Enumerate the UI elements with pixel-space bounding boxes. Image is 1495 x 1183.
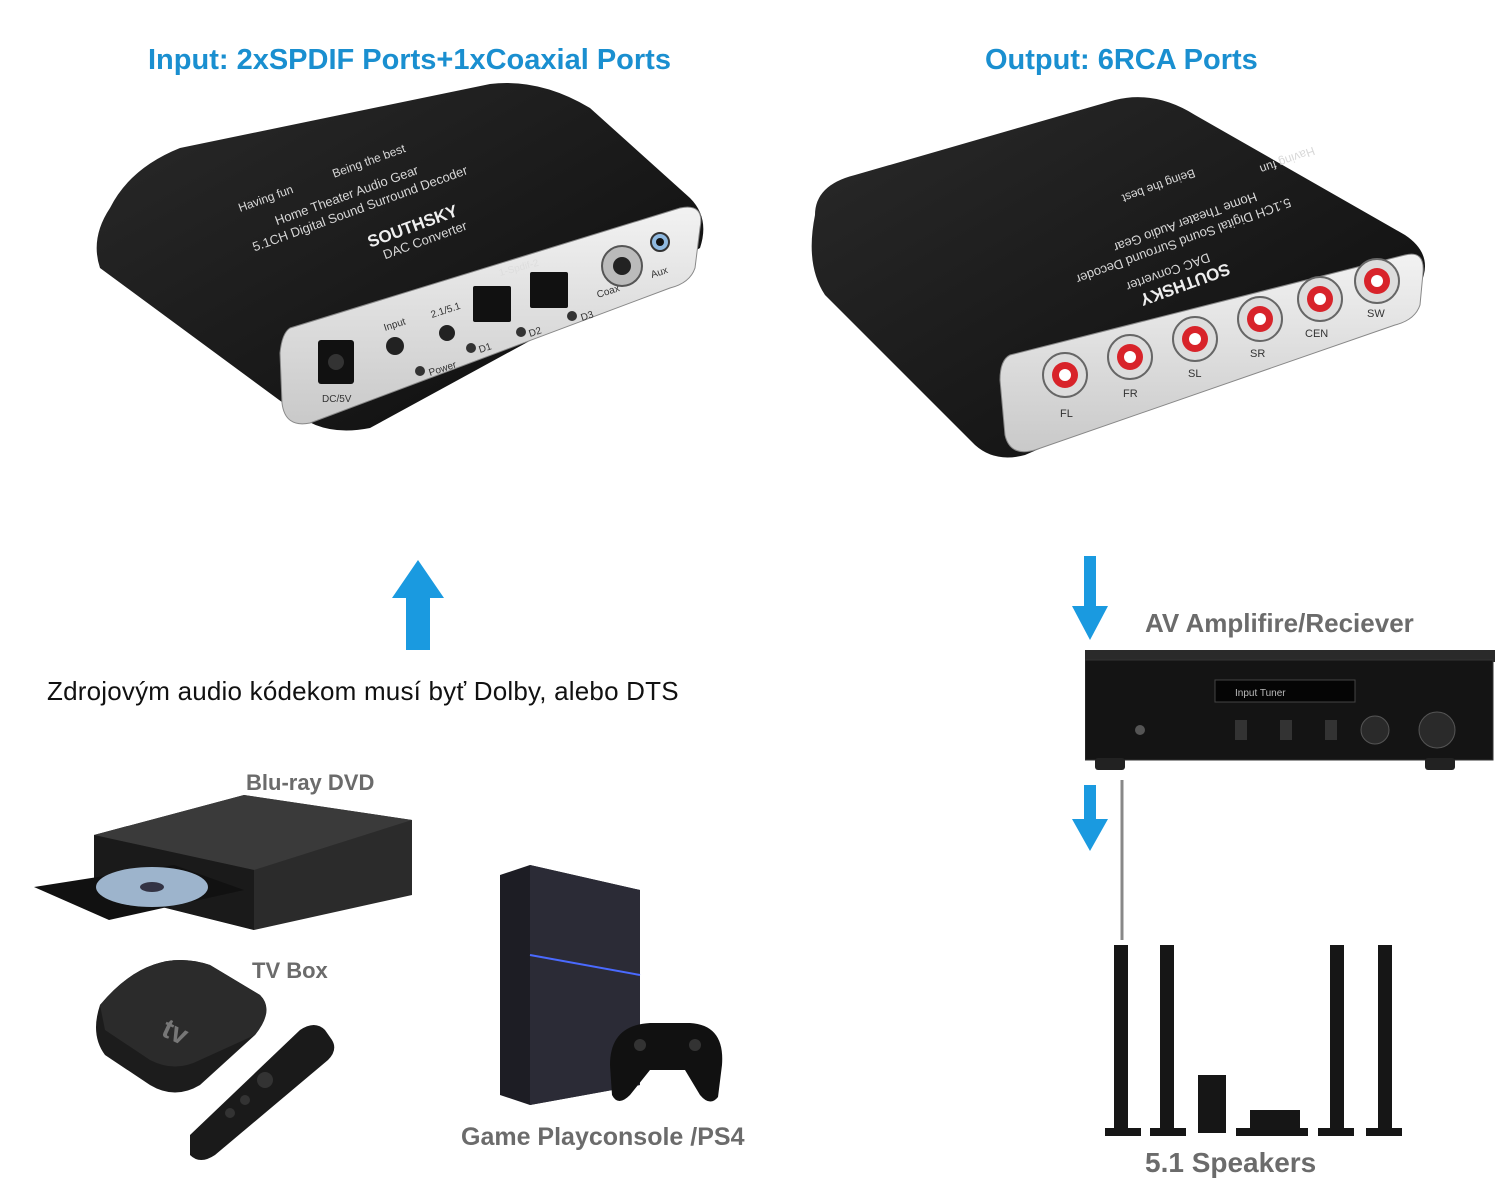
label-sl: SL <box>1188 368 1201 380</box>
mode-button-icon <box>439 325 455 341</box>
label-d3: D3 <box>580 309 596 324</box>
decoder-input-side-image: Having fun Being the best Home Theater A… <box>96 83 704 431</box>
receiver-display <box>1214 679 1356 703</box>
input-title: Input: 2xSPDIF Ports+1xCoaxial Ports <box>148 44 671 76</box>
gamepad-icon <box>610 1023 723 1102</box>
rca-port-sw-icon <box>1354 258 1400 304</box>
power-led-icon <box>415 366 425 376</box>
remote-icon <box>190 1025 335 1160</box>
speakers-label: 5.1 Speakers <box>1145 1147 1317 1178</box>
amplifier-label: AV Amplifire/Reciever <box>1145 608 1414 638</box>
center-speaker-icon <box>1250 1110 1300 1130</box>
bluray-player-image <box>34 795 412 930</box>
receiver-display-text: Input Tuner <box>1235 688 1286 699</box>
input-ports <box>318 232 670 384</box>
arrow-up-icon <box>392 560 444 650</box>
input-knob-icon <box>1418 711 1456 749</box>
speaker-surround-right-icon <box>1330 945 1344 1130</box>
arrow-down-icon-2 <box>1072 785 1108 851</box>
label-sr: SR <box>1250 348 1265 360</box>
label-dc: DC/5V <box>322 394 352 405</box>
label-fr: FR <box>1123 388 1138 400</box>
label-cen: CEN <box>1305 328 1328 340</box>
av-receiver-image: Input Tuner <box>1085 650 1495 770</box>
codec-note: Zdrojovým audio kódekom musí byť Dolby, … <box>47 676 679 706</box>
speaker-set-image <box>1105 780 1402 1136</box>
label-fl: FL <box>1060 408 1073 420</box>
speaker-front-right-icon <box>1378 945 1392 1130</box>
label-sw: SW <box>1367 308 1385 320</box>
label-d1: D1 <box>478 341 494 356</box>
rca-port-fr-icon <box>1107 334 1153 380</box>
output-title: Output: 6RCA Ports <box>985 44 1258 76</box>
rca-port-sr-icon <box>1237 296 1283 342</box>
label-d2: D2 <box>528 325 544 340</box>
input-button-icon <box>386 337 404 355</box>
arrow-down-icon <box>1072 556 1108 640</box>
label-aux: Aux <box>650 265 670 281</box>
rca-port-sl-icon <box>1172 316 1218 362</box>
bluray-label: Blu-ray DVD <box>246 770 375 795</box>
volume-knob-icon <box>1360 715 1390 745</box>
speaker-surround-left-icon <box>1160 945 1174 1130</box>
decoder-output-side-image: SOUTHSKY DAC Converter 5.1CH Digital Sou… <box>811 97 1425 458</box>
rca-output-ports <box>1042 258 1400 398</box>
rca-port-cen-icon <box>1297 276 1343 322</box>
console-label: Game Playconsole /PS4 <box>461 1123 745 1151</box>
subwoofer-icon <box>1198 1075 1226 1133</box>
tvbox-label: TV Box <box>252 958 328 983</box>
ps4-console-image <box>500 865 723 1105</box>
spdif2-port-icon <box>530 272 568 308</box>
speaker-front-left-icon <box>1114 945 1128 1130</box>
tv-box-image: tv <box>96 960 335 1160</box>
spdif1-port-icon <box>473 286 511 322</box>
rca-port-fl-icon <box>1042 352 1088 398</box>
